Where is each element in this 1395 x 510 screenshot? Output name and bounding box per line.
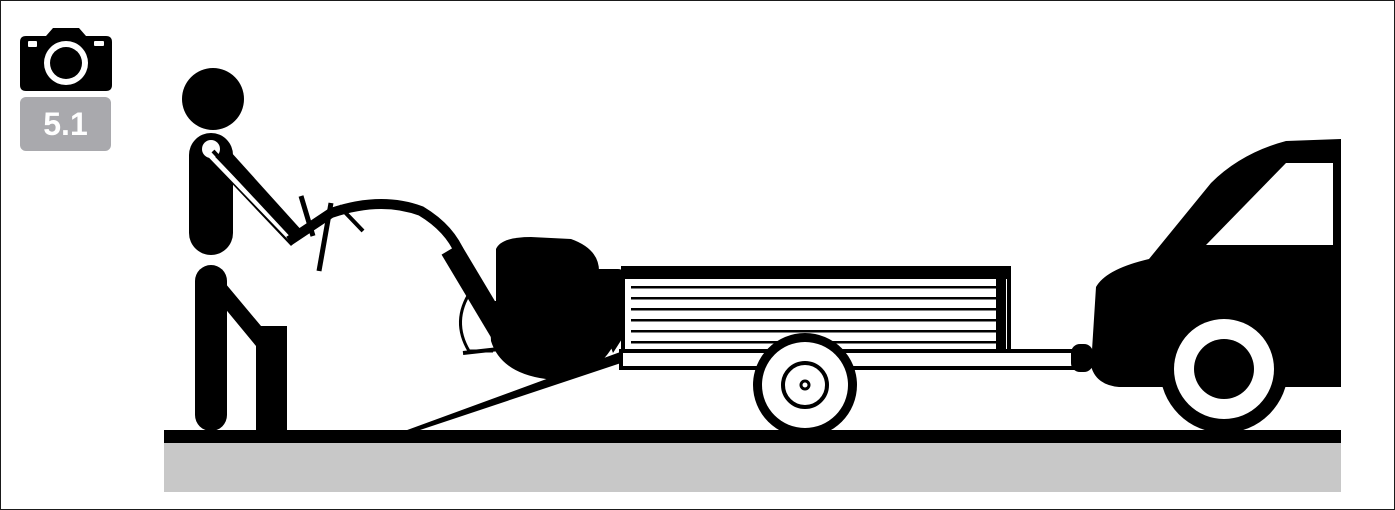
camera-icon: [20, 28, 112, 91]
step-number-badge: 5.1: [20, 97, 111, 151]
ground: [164, 430, 1341, 492]
person-silhouette: [182, 68, 304, 431]
tiller-silhouette: [286, 195, 628, 380]
trailer: [619, 266, 1093, 437]
car-silhouette: [1091, 139, 1341, 433]
